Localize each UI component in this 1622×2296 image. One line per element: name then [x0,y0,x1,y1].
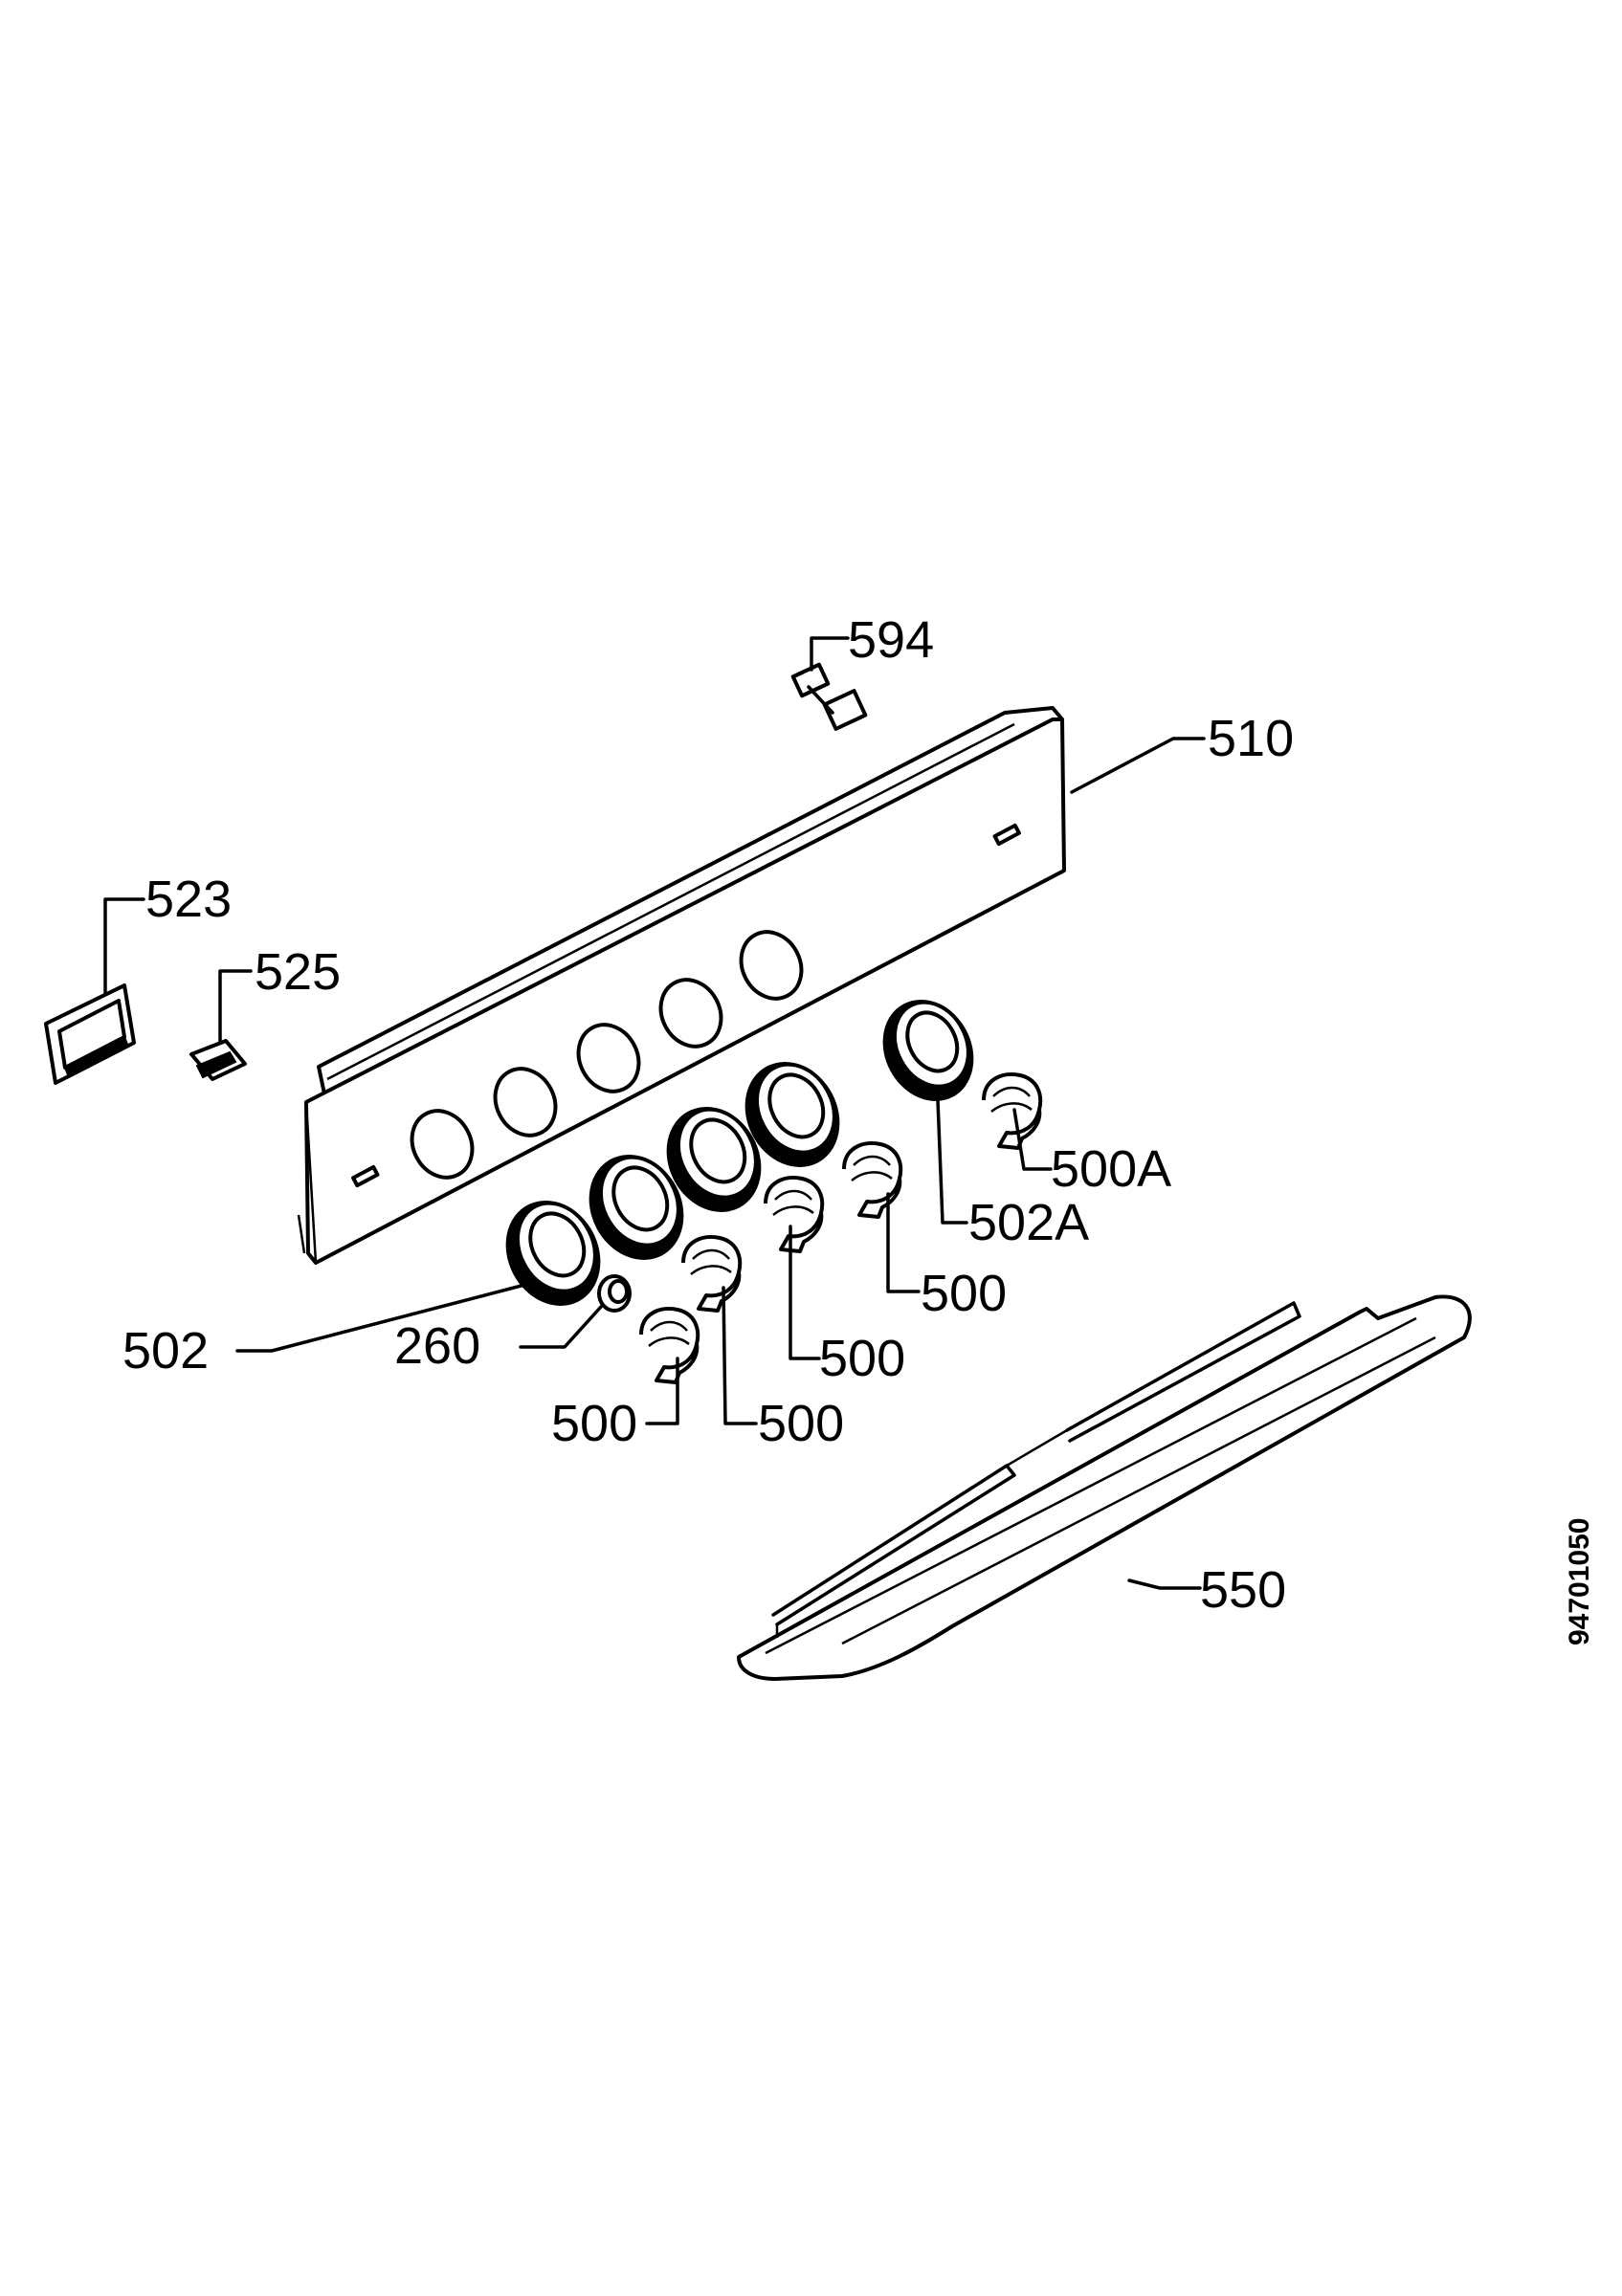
label-502a: 502A [968,1194,1089,1251]
label-500-mid: 500 [819,1330,905,1387]
label-500a: 500A [1051,1140,1171,1198]
bezel-ring-502a [882,1000,974,1101]
part-260-spacer [597,1274,632,1313]
label-500-bottom-right: 500 [758,1395,844,1452]
label-523: 523 [145,871,232,928]
part-594-clip [790,636,868,731]
bezel-rings-502 [505,1062,840,1306]
diagram-code: 94701050 [1564,1518,1595,1645]
label-500-right: 500 [921,1265,1007,1322]
part-523-switch [44,897,145,1085]
part-525-button [189,969,253,1081]
label-525: 525 [255,943,341,1001]
leader-lines [235,737,1206,1590]
label-594: 594 [848,611,934,669]
label-260: 260 [394,1317,480,1375]
label-502: 502 [122,1322,209,1380]
control-panel-510 [297,706,1066,1265]
label-550: 550 [1200,1561,1286,1619]
label-500-bottom-left: 500 [551,1395,637,1452]
label-510: 510 [1208,710,1294,767]
trim-bar-550 [737,1294,1472,1681]
